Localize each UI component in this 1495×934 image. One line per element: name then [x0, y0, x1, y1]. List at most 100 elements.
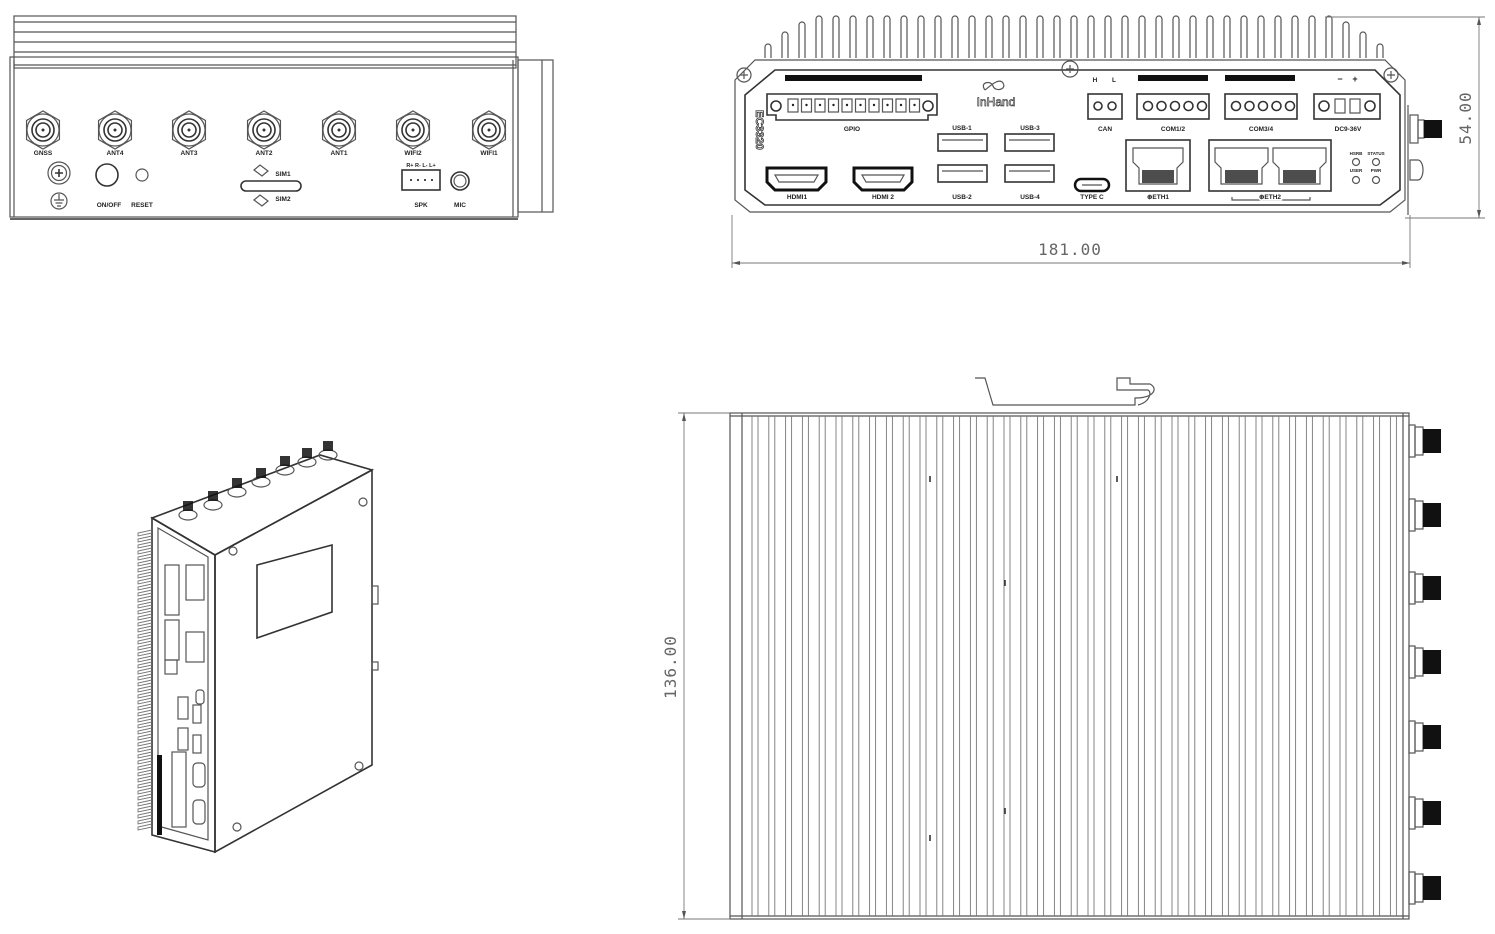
heatsink-fin — [1325, 15, 1333, 58]
model-label: EC3320 — [753, 110, 765, 150]
heatsink-fin — [1206, 15, 1214, 58]
speaker-label: SPK — [414, 202, 428, 209]
hdmi-1-label: HDMI1 — [787, 194, 808, 201]
gpio-pin-legend — [785, 75, 922, 81]
screw-icon — [1383, 67, 1399, 83]
height-dimension-value: 54.00 — [1456, 91, 1475, 144]
com12-port[interactable] — [1136, 93, 1210, 120]
speaker-pins-label: R+ R- L- L+ — [406, 163, 435, 169]
heatsink-fin — [1019, 15, 1027, 58]
com34-port[interactable] — [1224, 93, 1298, 120]
heatsink-fin — [1104, 15, 1112, 58]
screw-icon — [1061, 60, 1079, 78]
heatsink-fin — [849, 15, 857, 58]
sim-slot[interactable] — [240, 164, 302, 207]
svg-text:InHand: InHand — [977, 95, 1016, 109]
gpio-label: GPIO — [844, 126, 860, 133]
heatsink-fin — [968, 15, 976, 58]
heatsink-fin — [1308, 15, 1316, 58]
width-dimension-value: 181.00 — [1038, 240, 1102, 259]
heatsink-fin — [1087, 15, 1095, 58]
gpio-port[interactable] — [766, 93, 938, 121]
sma-connector-icon — [1408, 571, 1441, 605]
eth2-label: ⊕ETH2 — [1259, 194, 1281, 201]
svg-text:HSRB: HSRB — [1350, 151, 1364, 156]
ground-icon — [50, 192, 68, 210]
heatsink-fin — [798, 21, 806, 58]
width-dimension — [731, 215, 1411, 268]
sma-connector-icon — [1408, 871, 1441, 905]
power-button[interactable] — [95, 163, 119, 187]
antenna-port-ant2[interactable] — [246, 110, 282, 150]
svg-text:USER: USER — [1350, 168, 1363, 173]
eth2-port[interactable] — [1208, 139, 1332, 201]
antenna-label: WIFI2 — [404, 150, 422, 157]
heatsink-fin — [832, 15, 840, 58]
heatsink-fin — [1257, 15, 1265, 58]
com34-pin-legend — [1225, 75, 1295, 81]
usb-port-1[interactable] — [937, 133, 988, 152]
heatsink-fin — [1172, 15, 1180, 58]
sma-connector-icon — [1407, 105, 1442, 215]
svg-text:STATUS: STATUS — [1367, 151, 1384, 156]
power-plus-label: + — [1352, 74, 1357, 84]
antenna-port-ant1[interactable] — [321, 110, 357, 150]
usb-4-label: USB-4 — [1020, 194, 1040, 201]
heatsink-fin — [1053, 15, 1061, 58]
heatsink-fin — [1121, 15, 1129, 58]
antenna-label: WIFI1 — [480, 150, 498, 157]
usb-port-3[interactable] — [1004, 133, 1055, 152]
heatsink-fin — [866, 15, 874, 58]
usb-port-4[interactable] — [1004, 164, 1055, 183]
heatsink-fin — [781, 31, 789, 58]
reset-button[interactable] — [135, 168, 149, 182]
mic-port[interactable] — [450, 171, 470, 191]
sim2-label: SIM2 — [275, 196, 291, 203]
brand-logo: InHand — [976, 80, 1016, 109]
heatsink-fin — [1359, 31, 1367, 58]
reset-button-label: RESET — [131, 202, 153, 209]
speaker-port[interactable] — [401, 169, 441, 191]
can-port[interactable] — [1087, 93, 1123, 120]
antenna-label: ANT2 — [256, 150, 273, 157]
antenna-port-wifi1[interactable] — [471, 110, 507, 150]
usb-2-label: USB-2 — [952, 194, 972, 201]
antenna-label: ANT4 — [107, 150, 124, 157]
sma-connector-icon — [1408, 796, 1441, 830]
heatsink-fin — [1155, 15, 1163, 58]
power-minus-label: − — [1337, 74, 1342, 84]
svg-text:PWR: PWR — [1371, 168, 1382, 173]
heatsink-fin — [1036, 15, 1044, 58]
ground-screw-icon — [47, 161, 71, 185]
heatsink-fin — [1274, 15, 1282, 58]
dc-power-port[interactable] — [1313, 93, 1381, 120]
hdmi-port-1[interactable] — [765, 166, 828, 192]
antenna-label: ANT1 — [331, 150, 348, 157]
typec-port[interactable] — [1073, 177, 1111, 193]
height-dimension — [1325, 16, 1485, 219]
heatsink-fin — [1138, 15, 1146, 58]
hdmi-port-2[interactable] — [852, 166, 914, 192]
antenna-label: ANT3 — [181, 150, 198, 157]
hdmi-2-label: HDMI 2 — [872, 194, 894, 201]
usb-port-2[interactable] — [937, 164, 988, 183]
usb-3-label: USB-3 — [1020, 125, 1040, 132]
sma-connector-icon — [1408, 498, 1441, 532]
heatsink-fin — [1342, 21, 1350, 58]
heatsink-fin — [1002, 15, 1010, 58]
typec-label: TYPE C — [1080, 194, 1104, 201]
eth1-port[interactable] — [1125, 139, 1191, 192]
eth1-label: ⊕ETH1 — [1147, 194, 1169, 201]
heatsink-fin — [1291, 15, 1299, 58]
antenna-port-gnss[interactable] — [25, 110, 61, 150]
heatsink-fin — [900, 15, 908, 58]
antenna-port-wifi2[interactable] — [395, 110, 431, 150]
antenna-port-ant3[interactable] — [171, 110, 207, 150]
sma-connector-icon — [1408, 424, 1441, 458]
sma-connector-icon — [1408, 720, 1441, 754]
antenna-port-ant4[interactable] — [97, 110, 133, 150]
sim1-label: SIM1 — [275, 171, 291, 178]
heatsink-fin — [1189, 15, 1197, 58]
